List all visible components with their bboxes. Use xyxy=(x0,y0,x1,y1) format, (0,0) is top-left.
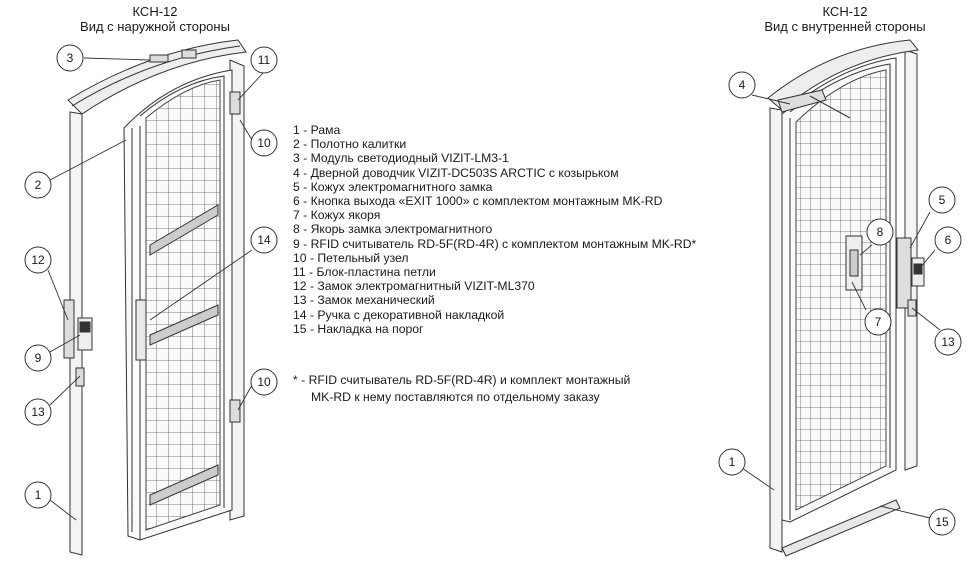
legend-item: 9 - RFID считыватель RD-5F(RD-4R) с комп… xyxy=(293,236,697,251)
callout-5-right-label: 5 xyxy=(939,193,946,207)
door-closer xyxy=(777,89,827,113)
legend-item: 12 - Замок электромагнитный VIZIT-ML370 xyxy=(293,279,535,294)
legend-item: 5 - Кожух электромагнитного замка xyxy=(293,179,493,194)
callout-6-right xyxy=(934,226,962,254)
callout-2-left-label: 2 xyxy=(35,178,42,192)
anchor xyxy=(849,249,859,277)
callout-8-right-label: 8 xyxy=(877,225,884,239)
footnote: * - RFID считыватель RD-5F(RD-4R) и комп… xyxy=(293,372,630,406)
right-view-subtitle: Вид с внутренней стороны xyxy=(764,19,926,34)
callout-3-left-label: 3 xyxy=(67,51,74,65)
callout-1-left xyxy=(24,481,52,509)
callout-13-right-label: 13 xyxy=(941,335,955,349)
callout-7-right xyxy=(864,308,892,336)
em-lock-housing xyxy=(896,237,912,309)
callout-9-left xyxy=(24,344,52,372)
callout-10-left-bottom xyxy=(250,368,278,396)
left-view-subtitle: Вид с наружной стороны xyxy=(80,19,230,34)
legend-item: 4 - Дверной доводчик VIZIT-DC503S ARCTIC… xyxy=(293,165,619,180)
legend-item: 14 - Ручка с декоративной накладкой xyxy=(293,307,505,322)
mech-lock xyxy=(75,367,85,387)
callout-10-left-top xyxy=(250,129,278,157)
callout-1-left-label: 1 xyxy=(35,488,42,502)
legend-item: 7 - Кожух якоря xyxy=(293,208,381,223)
right-view-title: КСН-12 Вид с внутренней стороны xyxy=(745,4,945,34)
legend-item: 8 - Якорь замка электромагнитного xyxy=(293,222,493,237)
callout-3-left xyxy=(56,44,84,72)
legend-item: 13 - Замок механический xyxy=(293,293,435,308)
callout-15-right-label: 15 xyxy=(935,515,949,529)
left-gate xyxy=(63,39,247,556)
footnote-line-2: MK-RD к нему поставляются по отдельному … xyxy=(311,390,600,404)
callout-9-left-label: 9 xyxy=(35,351,42,365)
callout-7-right-label: 7 xyxy=(875,315,882,329)
right-frame-post-left xyxy=(769,107,783,553)
callout-2-left xyxy=(24,171,52,199)
left-view-model: КСН-12 xyxy=(132,4,178,19)
callout-4-right xyxy=(728,71,756,99)
callout-11-left-label: 11 xyxy=(258,53,271,67)
right-gate xyxy=(767,39,925,557)
callout-6-right-label: 6 xyxy=(945,233,952,247)
callout-13-left xyxy=(24,398,52,426)
legend-item: 3 - Модуль светодиодный VIZIT-LM3-1 xyxy=(293,151,509,166)
parts-legend: 1 - Рама 2 - Полотно калитки 3 - Модуль … xyxy=(293,123,696,336)
led-module xyxy=(149,54,169,63)
callout-1-right xyxy=(718,448,746,476)
em-lock xyxy=(63,299,75,359)
left-frame-arch xyxy=(67,39,247,115)
right-view-model: КСН-12 xyxy=(822,4,868,19)
callout-15-right xyxy=(928,508,956,536)
callout-14-left xyxy=(250,226,278,254)
callout-10-left-top-label: 10 xyxy=(257,136,271,150)
callout-4-right-label: 4 xyxy=(739,78,746,92)
legend-item: 11 - Блок-пластина петли xyxy=(293,265,436,280)
handle xyxy=(135,299,147,361)
callout-11-left xyxy=(250,46,278,74)
legend-item: 10 - Петельный узел xyxy=(293,250,409,265)
hinge-bottom xyxy=(229,399,241,423)
callout-12-left-label: 12 xyxy=(31,253,45,267)
footnote-line-1: * - RFID считыватель RD-5F(RD-4R) и комп… xyxy=(293,373,631,387)
legend-item: 6 - Кнопка выхода «EXIT 1000» с комплект… xyxy=(293,194,663,209)
left-view-title: КСН-12 Вид с наружной стороны xyxy=(40,4,270,34)
callout-14-left-label: 14 xyxy=(257,233,271,247)
callout-13-left-label: 13 xyxy=(31,405,45,419)
legend-item: 2 - Полотно калитки xyxy=(293,137,407,152)
callout-8-right xyxy=(866,218,894,246)
left-frame-post-left xyxy=(69,111,83,556)
legend-item: 15 - Накладка на порог xyxy=(293,321,424,336)
callout-1-right-label: 1 xyxy=(729,455,736,469)
callout-5-right xyxy=(928,186,956,214)
callout-13-right xyxy=(934,328,962,356)
hinge-top xyxy=(229,91,241,115)
legend-item: 1 - Рама xyxy=(293,123,341,137)
threshold-plate xyxy=(781,499,901,557)
callout-10-left-bottom-label: 10 xyxy=(257,375,271,389)
callout-12-left xyxy=(24,246,52,274)
